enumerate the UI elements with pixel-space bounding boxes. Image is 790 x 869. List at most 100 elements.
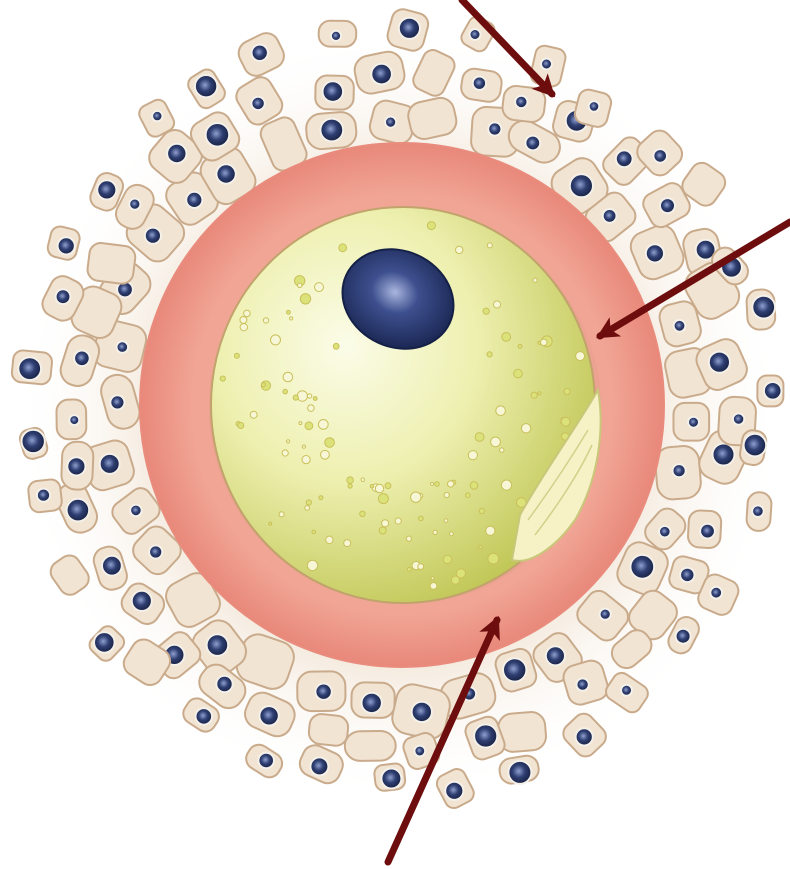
corona-cell-nucleus xyxy=(110,395,124,409)
corona-cell xyxy=(345,731,396,761)
granule xyxy=(385,483,391,489)
corona-cell xyxy=(460,67,504,103)
corona-cell-nucleus xyxy=(331,31,341,41)
corona-cell-nucleus xyxy=(74,351,90,367)
corona-cell xyxy=(86,242,136,285)
granule xyxy=(419,516,424,521)
corona-cell-nucleus xyxy=(700,524,715,539)
corona-cell-nucleus xyxy=(659,526,671,538)
granule xyxy=(531,392,537,398)
granule xyxy=(418,564,424,570)
corona-cell-nucleus xyxy=(630,555,654,579)
granule xyxy=(344,540,351,547)
granule xyxy=(305,506,310,511)
corona-cell-nucleus xyxy=(100,454,120,474)
corona-cell-nucleus xyxy=(473,77,486,90)
corona-cell-nucleus xyxy=(752,505,764,517)
granule xyxy=(298,283,302,287)
granule xyxy=(315,283,324,292)
granule xyxy=(491,437,501,447)
corona-cell-nucleus xyxy=(207,634,229,656)
corona-cell xyxy=(674,403,710,441)
corona-cell xyxy=(297,671,345,711)
corona-cell-nucleus xyxy=(503,658,526,681)
corona-cell-nucleus xyxy=(621,685,632,696)
granule xyxy=(501,480,511,490)
corona-cell-nucleus xyxy=(412,702,432,722)
corona-cell-nucleus xyxy=(381,769,401,789)
corona-cell-nucleus xyxy=(508,761,531,784)
granule xyxy=(308,405,315,412)
granule xyxy=(435,482,440,487)
corona-cell xyxy=(746,289,776,330)
granule xyxy=(406,536,411,541)
corona-cell-nucleus xyxy=(258,753,274,769)
corona-cell-nucleus xyxy=(129,199,140,210)
granule xyxy=(407,567,411,571)
granule xyxy=(502,333,511,342)
corona-cell xyxy=(308,713,350,747)
corona-cell-nucleus xyxy=(216,164,235,183)
granule xyxy=(305,422,313,430)
granule xyxy=(234,353,239,358)
granule xyxy=(456,246,463,253)
granule xyxy=(361,478,365,482)
corona-cell xyxy=(61,441,94,490)
corona-cell-nucleus xyxy=(22,430,45,453)
granule xyxy=(382,520,389,527)
granule xyxy=(411,492,421,502)
corona-cell-nucleus xyxy=(653,149,667,163)
corona-cell-nucleus xyxy=(673,464,686,477)
corona-cell-nucleus xyxy=(252,45,268,61)
granule xyxy=(240,324,247,331)
corona-cell xyxy=(56,399,86,439)
granule xyxy=(470,482,478,490)
granule xyxy=(375,484,383,492)
corona-cell-nucleus xyxy=(600,609,611,620)
granule xyxy=(496,406,506,416)
corona-cell-nucleus xyxy=(680,568,694,582)
granule xyxy=(240,317,247,324)
granule xyxy=(448,481,454,487)
corona-cell-nucleus xyxy=(515,96,527,108)
granule xyxy=(538,392,541,395)
granule xyxy=(312,530,316,534)
granule xyxy=(533,278,537,282)
granule xyxy=(244,310,251,317)
corona-cell-nucleus xyxy=(399,18,420,39)
granule xyxy=(370,485,373,488)
corona-cell-nucleus xyxy=(709,352,730,373)
granule xyxy=(269,522,272,525)
corona-cell-nucleus xyxy=(37,489,50,502)
granule xyxy=(348,484,352,488)
corona-cell-nucleus xyxy=(130,505,142,517)
granule xyxy=(283,389,288,394)
corona-cell-nucleus xyxy=(576,678,588,690)
corona-cell-nucleus xyxy=(323,81,344,102)
granule xyxy=(263,318,268,323)
granule xyxy=(433,530,437,534)
corona-cell xyxy=(11,350,53,386)
granule xyxy=(486,526,495,535)
corona-cell-nucleus xyxy=(67,457,85,475)
granule xyxy=(521,424,530,433)
granule xyxy=(321,450,330,459)
granule xyxy=(325,438,335,448)
corona-cell-nucleus xyxy=(764,382,782,400)
corona-cell-nucleus xyxy=(18,357,41,380)
granule xyxy=(444,492,449,497)
corona-cell xyxy=(746,492,772,532)
granule xyxy=(450,532,454,536)
granule xyxy=(468,451,477,460)
corona-cell-nucleus xyxy=(362,693,382,713)
granule xyxy=(318,420,328,430)
granule xyxy=(561,417,570,426)
granule xyxy=(564,389,570,395)
corona-cell-nucleus xyxy=(186,192,202,208)
granule xyxy=(431,577,434,580)
corona-cell-nucleus xyxy=(688,417,699,428)
corona-cell-nucleus xyxy=(589,101,600,112)
corona-cell-nucleus xyxy=(470,29,481,40)
corona-cell-nucleus xyxy=(546,646,565,665)
